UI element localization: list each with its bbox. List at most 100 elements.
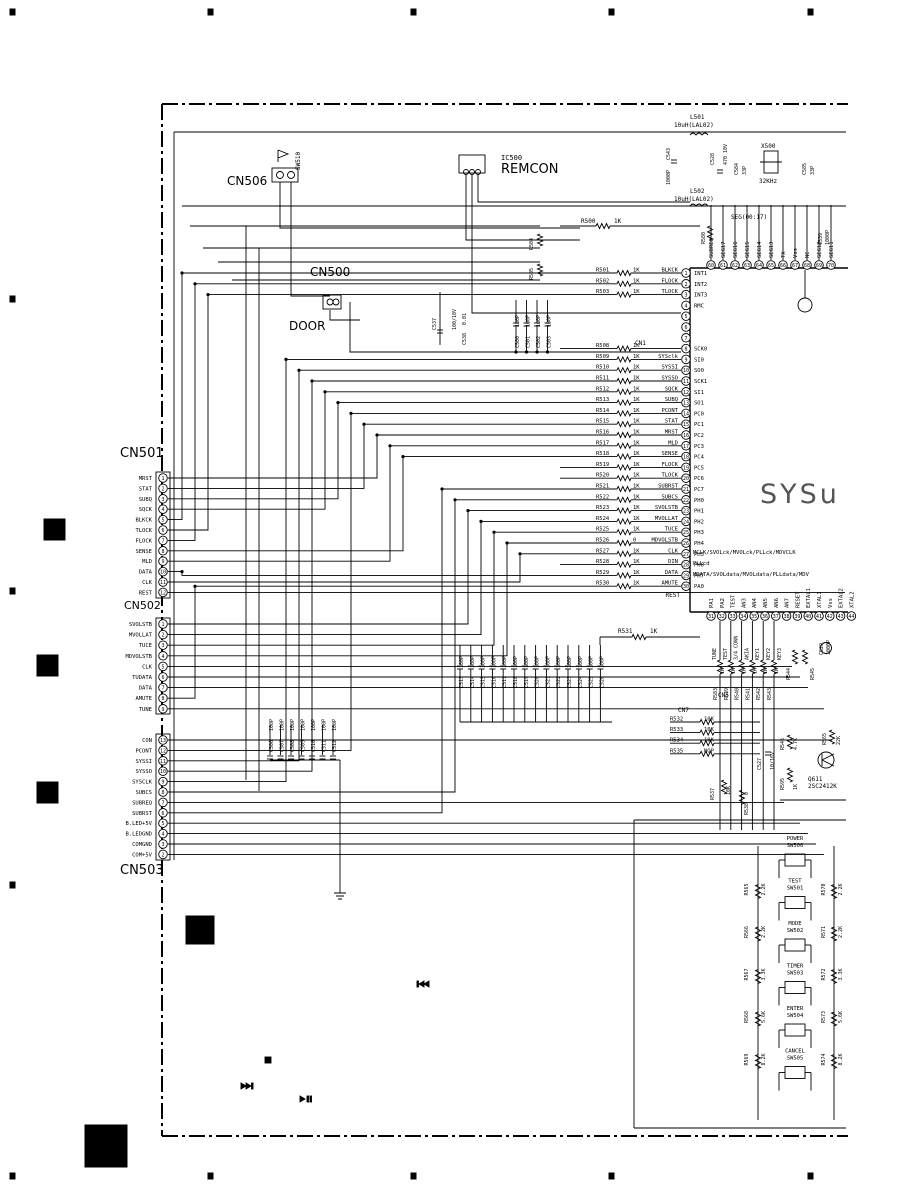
resistor-ref: R508 — [596, 343, 609, 349]
net-label: DIN — [668, 559, 678, 565]
cn501-pin-label: REST — [139, 590, 153, 596]
ic-pin-label: PA0 — [694, 584, 704, 590]
pin-number: 9 — [161, 780, 164, 786]
resistor-value: 1K — [633, 354, 640, 360]
pin-number: 8 — [161, 790, 164, 796]
pin-number: 63 — [744, 263, 750, 269]
pin-number: 62 — [732, 263, 738, 269]
ic-pin-label: PC0 — [694, 411, 704, 417]
wire — [168, 294, 560, 531]
pin-number: 4 — [161, 507, 164, 513]
resistor-ref: R520 — [596, 473, 609, 479]
resistor — [738, 659, 746, 675]
wire — [168, 445, 560, 562]
pin-number: 30 — [683, 584, 689, 590]
ic-pin-label: TX — [781, 251, 787, 258]
junction-dot — [323, 390, 327, 394]
ic-pin — [681, 462, 691, 473]
wire — [168, 402, 560, 500]
pin-number: 6 — [161, 811, 164, 817]
junction-dot — [514, 350, 518, 354]
resistor-ref: R526 — [596, 538, 609, 544]
pin-number: 67 — [792, 263, 798, 269]
resistor-ref: R565 — [744, 883, 750, 895]
capacitor-ref: C513 — [459, 676, 465, 688]
resistor-ref: R545 — [810, 668, 816, 680]
resistor — [616, 355, 632, 363]
resistor-value: 5.6K — [761, 1011, 767, 1023]
junction-dot — [193, 282, 197, 286]
pin-number: 11 — [160, 759, 166, 765]
cn503-pin-label: SUBRST — [132, 811, 153, 817]
skip-forward-icon — [240, 1082, 252, 1090]
resistor — [616, 528, 632, 536]
resistor-ref: R502 — [596, 278, 609, 284]
switch-name: CANCEL — [785, 1049, 806, 1055]
pin-number: 3 — [161, 643, 164, 649]
capacitor-ref: C507 — [280, 740, 286, 752]
ic-pin-label: PA2 — [720, 598, 726, 608]
ic500-label: IC500 — [501, 154, 522, 162]
resistor-ref: R525 — [596, 527, 609, 533]
ic-pin-label: PH1 — [694, 509, 704, 515]
pin-function-label: 3/4 CONN — [734, 636, 740, 660]
net-label: SYSSO — [661, 376, 678, 382]
pin-number: 13 — [160, 738, 166, 744]
resistor-value: 0 — [633, 538, 636, 544]
pin-number: 16 — [683, 433, 689, 439]
capacitor-ref: C527 — [757, 758, 763, 770]
wire — [168, 391, 560, 510]
ic-body — [689, 267, 848, 613]
switch-ref: SW502 — [787, 928, 804, 934]
net-label: PCONT — [661, 408, 678, 414]
resistor-value: 1K — [633, 559, 640, 565]
pin-number: 8 — [161, 696, 164, 702]
resistor-value: 1K — [633, 397, 640, 403]
ic-pin — [681, 473, 691, 483]
pin-number: 8 — [684, 347, 687, 353]
pin-number: 8 — [161, 549, 164, 555]
capacitor-value: 100P — [599, 656, 605, 668]
ic-pin-label: PH7 — [694, 573, 704, 579]
resistor — [706, 225, 714, 241]
cn500-pin — [326, 298, 334, 306]
cn501-pin-label: BLKCK — [135, 518, 152, 524]
resistor-value: 1K — [633, 386, 640, 392]
ic-pin — [681, 376, 691, 386]
cn503-pin-label: SYSSO — [135, 769, 152, 775]
ic-pin — [846, 611, 857, 621]
capacitor-ref: C509 — [301, 740, 307, 752]
resistor-ref: R565 — [822, 733, 828, 745]
capacitor-value: 33P — [810, 166, 816, 175]
cn503-pin-label: SUBREQ — [132, 800, 152, 806]
junction-dot — [388, 444, 392, 448]
r531-label: R531 — [618, 628, 633, 635]
resistor-value: 1K — [633, 451, 640, 457]
pin-number: 2 — [161, 633, 164, 639]
cn5-label: CN5 — [718, 692, 729, 699]
ic-pin-label: Vss — [828, 598, 834, 608]
ic-pin-label: SUBREQ — [709, 238, 715, 258]
net-label: TUCE — [665, 527, 678, 533]
pin-number: 22 — [683, 498, 689, 504]
ic-pin-label: SEG11 — [829, 241, 835, 258]
ic-pin-label: EXTAL1 — [806, 588, 812, 608]
cn502-body — [155, 617, 171, 715]
section-block — [43, 518, 66, 541]
resistor-ref: R522 — [596, 494, 609, 500]
resistor — [616, 431, 632, 439]
capacitor-ref: C521 — [545, 676, 551, 688]
resistor-value: 1K — [633, 278, 640, 284]
ic-pin — [681, 581, 691, 591]
cn502-pin — [158, 629, 168, 640]
ic-pin — [681, 495, 691, 505]
cn501-pin-label: SENSE — [135, 549, 152, 555]
resistor — [616, 280, 632, 288]
cn503-pin-label: CON — [142, 738, 152, 744]
cn503-pin — [158, 828, 168, 839]
pin-number: 61 — [720, 263, 726, 269]
cn502-pin-label: MDVOLSTB — [126, 654, 153, 660]
pin-number: 6 — [684, 325, 687, 331]
cn503-pin-label: COM+5V — [132, 852, 153, 858]
junction-dot — [180, 570, 184, 574]
